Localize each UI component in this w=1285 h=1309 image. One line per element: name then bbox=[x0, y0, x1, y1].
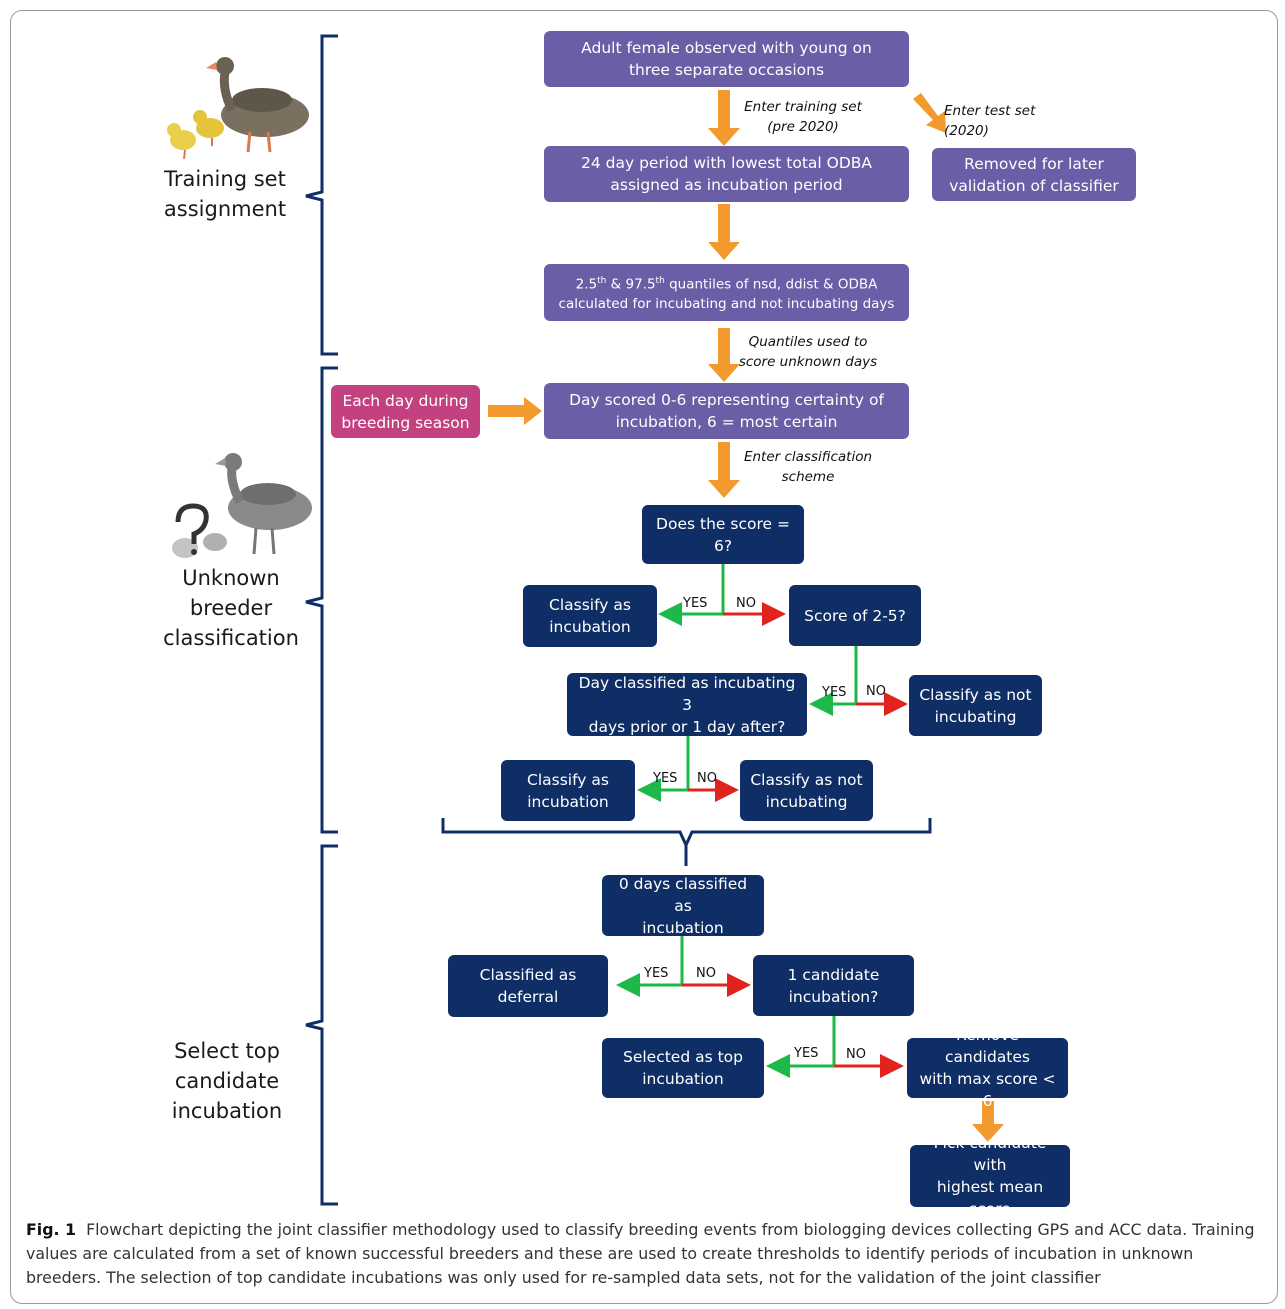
decision-connectors bbox=[616, 564, 908, 1078]
no-label-1: NO bbox=[736, 596, 756, 611]
caption-text: Flowchart depicting the joint classifier… bbox=[26, 1220, 1255, 1287]
yes-label-3: YES bbox=[653, 771, 678, 786]
no-label-5: NO bbox=[846, 1047, 866, 1062]
unknown-bracket bbox=[305, 366, 338, 834]
no-label-2: NO bbox=[866, 684, 886, 699]
figure-frame bbox=[10, 10, 1278, 1304]
no-label-3: NO bbox=[697, 771, 717, 786]
goose-with-goslings-illustration bbox=[167, 57, 309, 160]
yes-label-1: YES bbox=[683, 596, 708, 611]
merge-bracket bbox=[441, 818, 932, 866]
note-training-set: Enter training set(pre 2020) bbox=[744, 99, 862, 135]
select-bracket bbox=[305, 844, 338, 1206]
day-scored-box: Day scored 0-6 representing certainty of… bbox=[544, 383, 909, 439]
caption-label: Fig. 1 bbox=[26, 1220, 77, 1239]
training-bracket bbox=[305, 34, 338, 356]
no-label-4: NO bbox=[696, 966, 716, 981]
note-test-set: Enter test set (2020) bbox=[944, 103, 1036, 139]
unknown-goose-illustration bbox=[172, 453, 312, 558]
score-equals-6-box: Does the score = 6? bbox=[642, 505, 804, 564]
quantiles-box: 2.5th & 97.5th quantiles of nsd, ddist &… bbox=[544, 264, 909, 321]
yes-label-4: YES bbox=[644, 966, 669, 981]
yes-label-5: YES bbox=[794, 1046, 819, 1061]
figure-caption: Fig. 1 Flowchart depicting the joint cla… bbox=[26, 1218, 1271, 1290]
orange-arrows bbox=[488, 90, 1004, 1142]
yes-label-2: YES bbox=[822, 685, 847, 700]
score-2-5-box: Score of 2-5? bbox=[789, 585, 921, 646]
